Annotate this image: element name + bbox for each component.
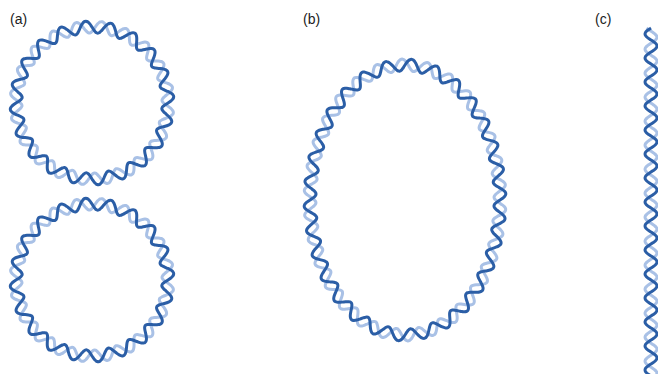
dna-strand [11,199,174,362]
panel-label: (a) [10,12,27,26]
linear-dna [645,28,657,374]
panel-label: (c) [595,12,611,26]
supercoiled-dna-lower-loop [10,198,173,361]
dna-strand [304,59,505,341]
dna-strand [645,28,657,374]
dna-strand [304,59,506,340]
panel-label: (b) [303,12,320,26]
supercoiled-dna-upper-loop [10,21,173,184]
dna-strand [10,21,173,184]
dna-strand [10,198,173,361]
dna-strand [11,22,174,185]
dna-strand [645,28,657,374]
relaxed-circular-dna [304,59,506,341]
